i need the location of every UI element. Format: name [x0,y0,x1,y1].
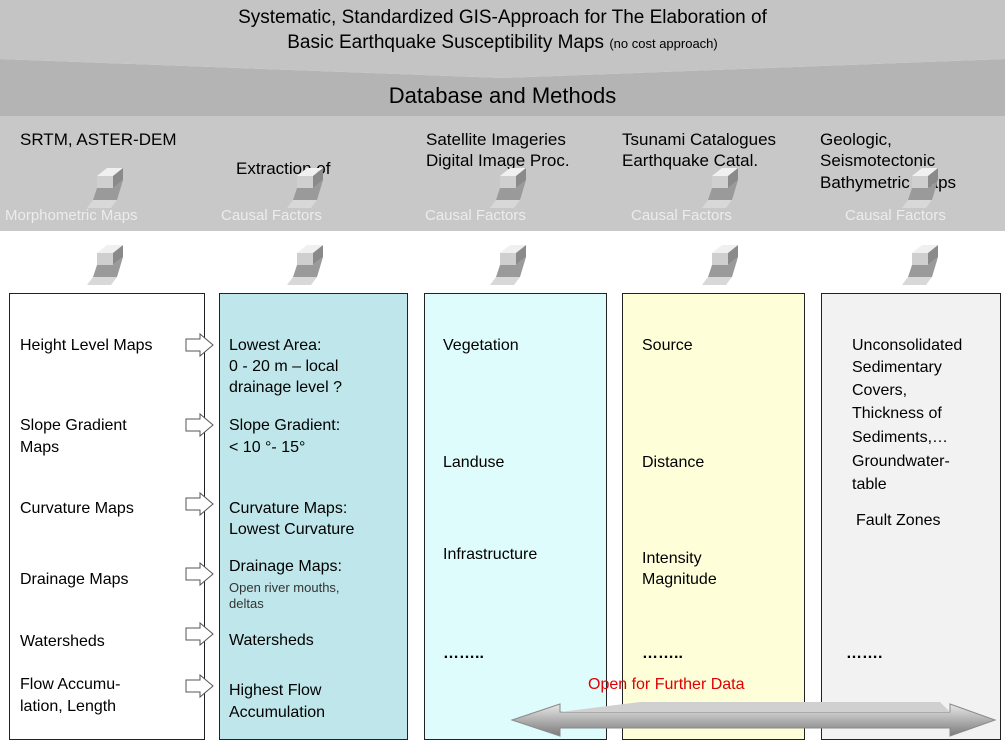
title-note: (no cost approach) [609,36,718,51]
col2-drainage-note-2: deltas [229,596,264,611]
col3-infrastructure: Infrastructure [443,546,538,563]
source-4-title-2: Earthquake Catal. [622,151,759,170]
col1-height-level-maps: Height Level Maps [20,337,153,354]
col5-unconsolidated: Unconsolidated [852,337,963,354]
col1-slope-gradient-2: Maps [20,439,60,456]
source-2-caption: Causal Factors [221,207,322,224]
column-extraction [219,293,408,740]
col1-watersheds: Watersheds [20,633,105,650]
col3-vegetation: Vegetation [443,337,519,354]
source-4-caption: Causal Factors [631,207,732,224]
col1-curvature-maps: Curvature Maps [20,500,134,517]
source-1-caption: Morphometric Maps [5,207,138,224]
right-arrow-icon-4 [185,561,214,587]
source-5-title-2: Seismotectonic [820,151,936,170]
source-3-caption: Causal Factors [425,207,526,224]
col2-flow: Highest Flow [229,682,322,699]
col5-thickness: Thickness of [852,405,942,422]
col5-sediments: Sediments,… [852,429,949,446]
right-arrows [185,332,214,699]
col5-sedimentary: Sedimentary [852,359,942,376]
right-arrow-icon-3 [185,491,214,517]
right-arrow-icon-2 [185,412,214,438]
col2-drainage-note: Open river mouths, [229,580,340,595]
col2-lowest-area-2: 0 - 20 m – local [229,358,339,375]
open-for-further-data-note: Open for Further Data [588,676,745,693]
col4-more: …….. [642,645,683,662]
source-3-title-2: Digital Image Proc. [426,151,570,170]
source-4-title-1: Tsunami Catalogues [622,130,777,149]
col4-intensity: Intensity [642,550,702,567]
col5-table: table [852,476,887,493]
source-5-title-1: Geologic, [820,130,892,149]
source-5-caption: Causal Factors [845,207,946,224]
col5-fault-zones: Fault Zones [856,512,941,529]
col5-groundwater: Groundwater- [852,453,950,470]
col2-curvature: Curvature Maps: [229,500,348,517]
right-arrow-icon-1 [185,332,214,358]
title-line-2: Basic Earthquake Susceptibility Maps (no… [287,32,718,53]
column-satellite [424,293,607,740]
column-geologic [821,293,1001,740]
col4-magnitude: Magnitude [642,571,717,588]
column-morphometric [9,293,205,740]
col2-watersheds: Watersheds [229,632,314,649]
right-arrow-icon-6 [185,673,214,699]
col2-curvature-2: Lowest Curvature [229,521,355,538]
right-arrow-icon-5 [185,621,214,647]
source-3-title-1: Satellite Imageries [426,130,566,149]
title-line-1: Systematic, Standardized GIS-Approach fo… [238,7,767,28]
col1-flow-accumulation: Flow Accumu- [20,676,121,693]
source-1-title: SRTM, ASTER-DEM [20,130,177,149]
col2-flow-2: Accumulation [229,704,326,721]
col5-covers: Covers, [852,382,908,399]
col5-more: ……. [846,645,883,662]
col2-slope: Slope Gradient: [229,417,341,434]
col2-slope-2: < 10 °- 15° [229,439,306,456]
header-funnel [0,0,1005,231]
column-tsunami [622,293,805,740]
col1-drainage-maps: Drainage Maps [20,571,129,588]
col4-distance: Distance [642,454,705,471]
banner-title: Database and Methods [388,83,617,108]
col1-slope-gradient: Slope Gradient [20,417,127,434]
col2-drainage: Drainage Maps: [229,558,342,575]
col4-source: Source [642,337,693,354]
col3-more: …….. [443,645,484,662]
col2-lowest-area-3: drainage level ? [229,379,342,396]
col3-landuse: Landuse [443,454,505,471]
col2-lowest-area: Lowest Area: [229,337,322,354]
col1-flow-accumulation-2: lation, Length [20,698,117,715]
